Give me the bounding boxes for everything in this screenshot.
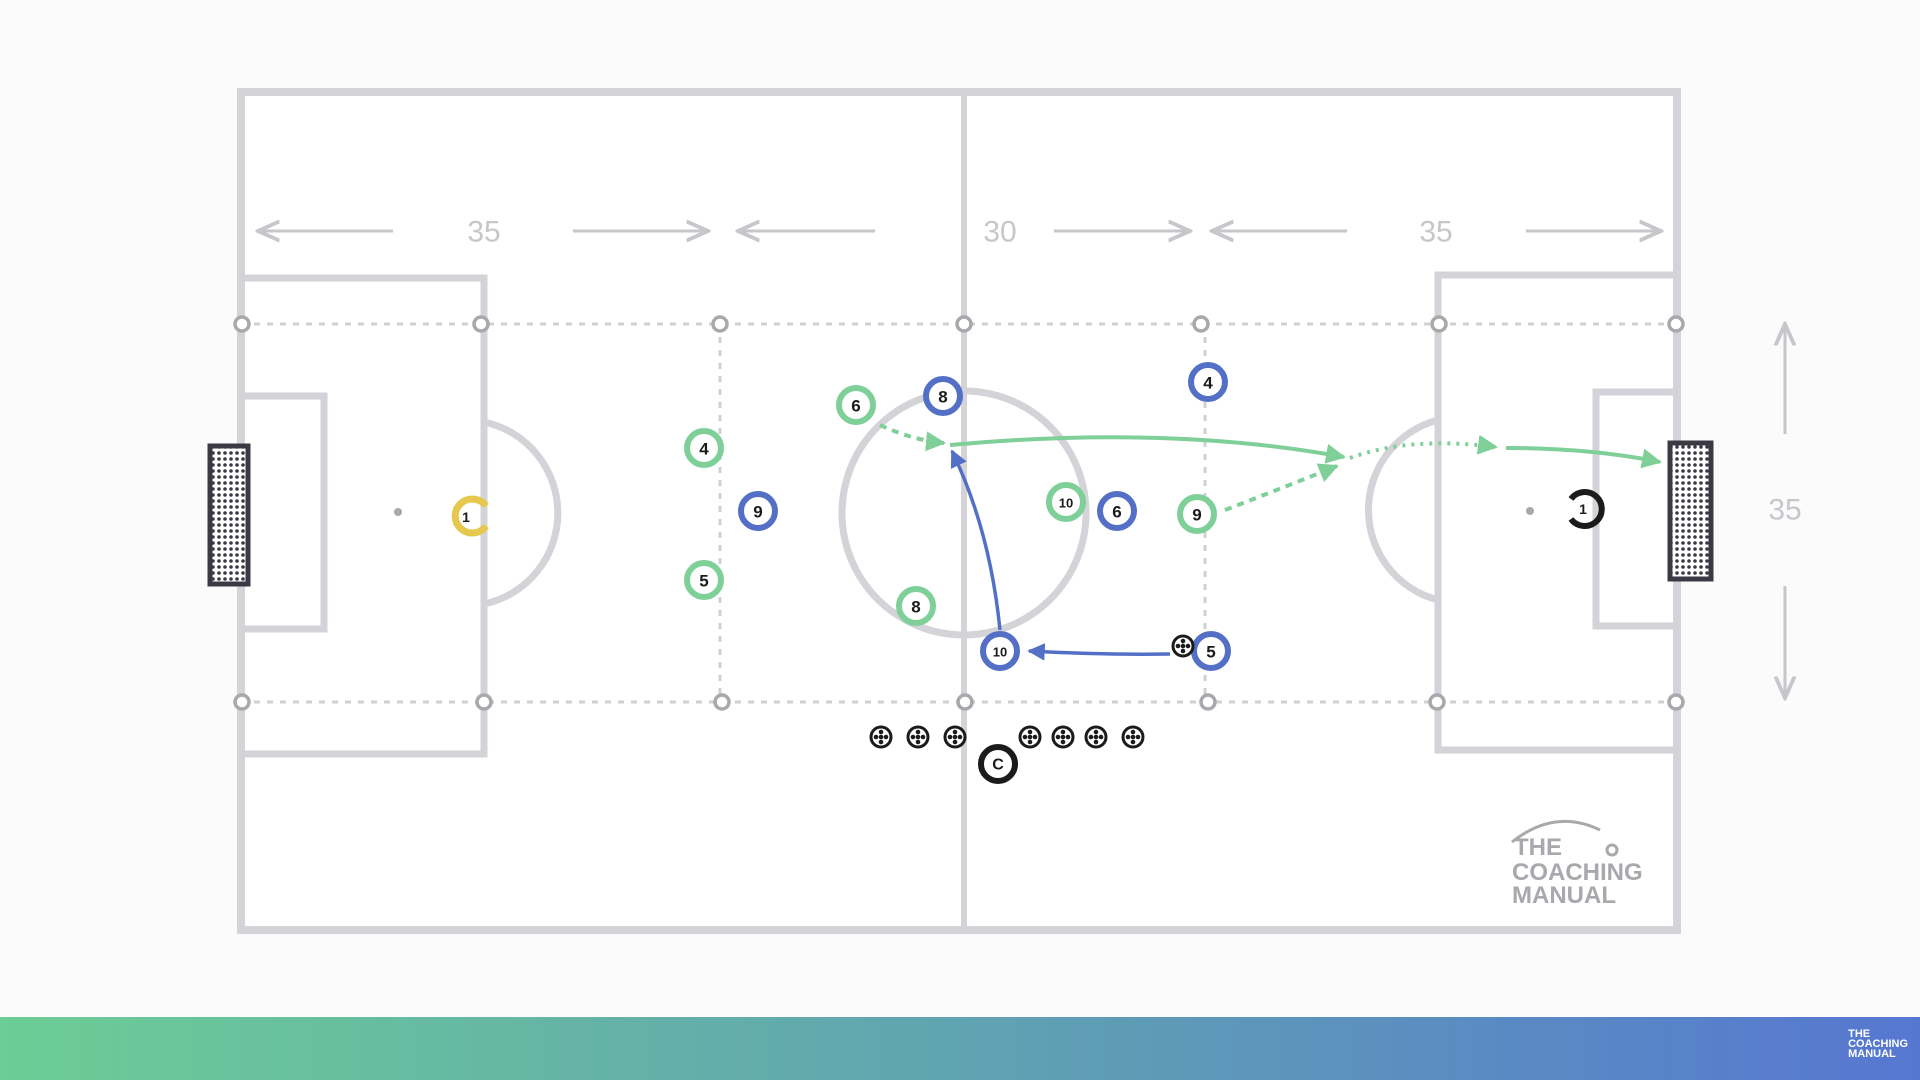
ball-supply-right-1 xyxy=(1018,725,1042,749)
green-run-arrow-9 xyxy=(1224,463,1339,512)
ball-supply-left-1 xyxy=(869,725,893,749)
goalkeeper-yellow: 1 xyxy=(451,495,489,537)
right-penalty-area xyxy=(1434,271,1673,754)
svg-text:COACHING: COACHING xyxy=(1512,859,1643,886)
blue-player-5: 5 xyxy=(1191,631,1231,671)
zone-markers xyxy=(233,315,1685,711)
green-player-4-label: 4 xyxy=(699,440,709,459)
dimension-label-centre: 30 xyxy=(983,216,1016,249)
blue-player-9-label: 9 xyxy=(753,503,762,522)
blue-player-8-label: 8 xyxy=(938,388,947,407)
green-player-6-label: 6 xyxy=(851,397,860,416)
blue-pass-arrow xyxy=(1027,643,1171,661)
left-six-yard-box xyxy=(245,392,328,633)
movement-arrows xyxy=(879,423,1662,661)
svg-text:THE: THE xyxy=(1514,834,1562,861)
blue-player-9: 9 xyxy=(738,491,778,531)
green-player-10-label: 10 xyxy=(1059,496,1073,511)
green-player-9-label: 9 xyxy=(1192,506,1201,525)
blue-run-arrow xyxy=(950,449,1002,631)
right-penalty-spot xyxy=(1526,507,1534,515)
left-penalty-area xyxy=(245,274,488,758)
green-player-8: 8 xyxy=(896,586,936,626)
green-player-5: 5 xyxy=(684,560,724,600)
blue-player-10: 10 xyxy=(980,631,1020,671)
left-penalty-arc xyxy=(483,418,562,608)
ball-supply-left-3 xyxy=(943,725,967,749)
footer-logo-line1: THE xyxy=(1848,1028,1871,1040)
right-goal xyxy=(1667,440,1714,582)
ball-supply-right-2 xyxy=(1051,725,1075,749)
coaching-manual-logo: THE COACHING MANUAL xyxy=(1511,819,1643,909)
footer-logo: THE COACHING MANUAL xyxy=(1848,1028,1908,1060)
left-goal xyxy=(207,443,251,587)
ball-in-play xyxy=(1171,634,1195,658)
blue-player-10-label: 10 xyxy=(993,645,1007,660)
blue-player-8: 8 xyxy=(923,376,963,416)
blue-player-6-label: 6 xyxy=(1112,503,1121,522)
footer-logo-line2: COACHING xyxy=(1848,1038,1908,1050)
right-six-yard-box xyxy=(1592,388,1673,630)
svg-text:MANUAL: MANUAL xyxy=(1512,882,1616,909)
green-pass-arrow xyxy=(949,435,1346,464)
green-player-5-label: 5 xyxy=(699,572,708,591)
green-player-8-label: 8 xyxy=(911,598,920,617)
goalkeeper-black: 1 xyxy=(1568,489,1605,529)
footer-bar: THE COACHING MANUAL xyxy=(0,1017,1920,1080)
blue-player-4: 4 xyxy=(1188,362,1228,402)
blue-player-5-label: 5 xyxy=(1206,643,1215,662)
green-shot-arrow xyxy=(1505,446,1662,469)
dimension-label-side: 35 xyxy=(1768,494,1801,527)
coach: C xyxy=(978,744,1018,784)
footer-logo-line3: MANUAL xyxy=(1848,1048,1896,1060)
green-dribble-arrow xyxy=(1349,434,1498,460)
green-player-9: 9 xyxy=(1177,494,1217,534)
green-player-10: 10 xyxy=(1046,482,1086,522)
green-run-arrow xyxy=(879,423,946,452)
ball-supply-right-4 xyxy=(1121,725,1145,749)
ball-supply-left-2 xyxy=(906,725,930,749)
green-player-6: 6 xyxy=(836,385,876,425)
dimension-label-left: 35 xyxy=(467,216,500,249)
dimension-arrows xyxy=(258,231,1785,698)
dimension-label-right: 35 xyxy=(1419,216,1452,249)
ball-supply-right-3 xyxy=(1084,725,1108,749)
green-player-4: 4 xyxy=(684,428,724,468)
left-penalty-spot xyxy=(394,508,402,516)
svg-text:1: 1 xyxy=(462,509,470,525)
centre-circle xyxy=(838,387,1090,639)
blue-player-4-label: 4 xyxy=(1203,374,1213,393)
svg-text:1: 1 xyxy=(1579,501,1587,517)
coach-label: C xyxy=(992,757,1004,774)
blue-player-6: 6 xyxy=(1097,491,1137,531)
right-penalty-arc xyxy=(1365,416,1439,604)
